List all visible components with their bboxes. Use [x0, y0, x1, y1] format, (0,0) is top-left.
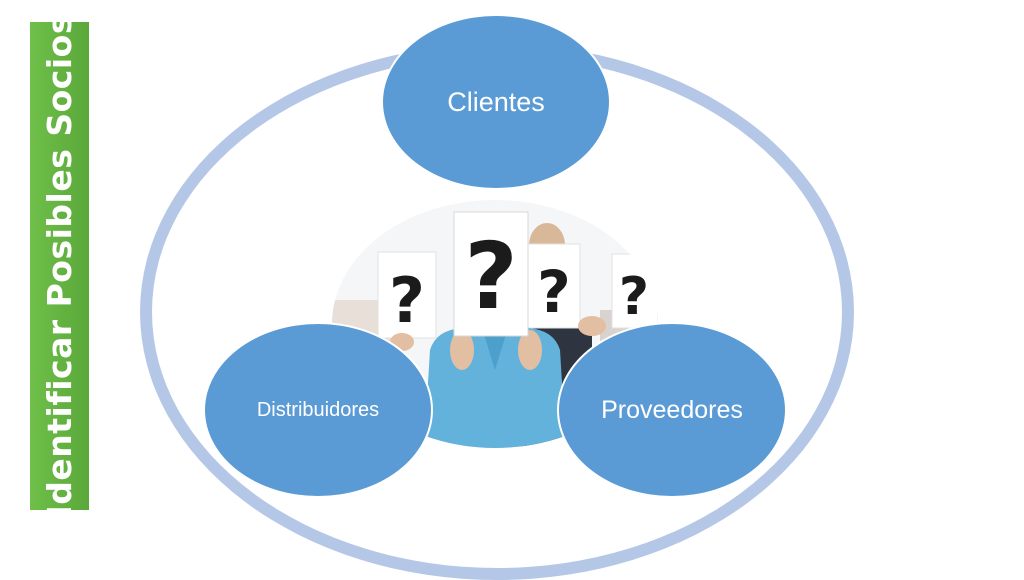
svg-text:?: ?: [389, 264, 425, 337]
distribuidores-node: Distribuidores: [203, 322, 433, 498]
svg-text:?: ?: [537, 258, 571, 326]
proveedores-node: Proveedores: [557, 322, 787, 498]
title-banner: Identificar Posibles Socios: [30, 14, 89, 518]
clientes-label: Clientes: [447, 86, 545, 117]
distribuidores-label: Distribuidores: [256, 398, 380, 421]
svg-text:?: ?: [464, 223, 517, 330]
proveedores-label: Proveedores: [601, 395, 743, 424]
svg-text:?: ?: [619, 267, 649, 327]
slide-title: Identificar Posibles Socios: [40, 14, 79, 518]
clientes-node: Clientes: [381, 14, 611, 190]
